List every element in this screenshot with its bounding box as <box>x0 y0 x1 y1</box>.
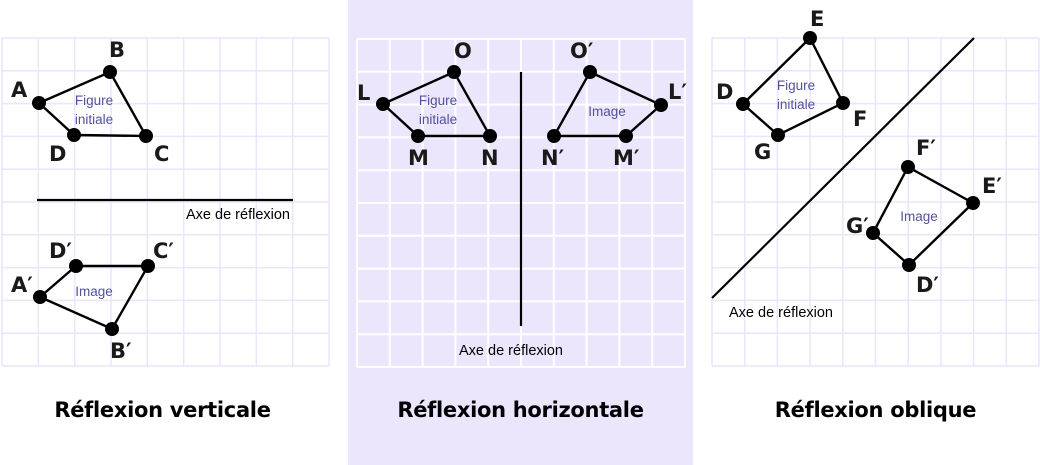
figure-label: Figure <box>75 93 113 108</box>
point-n <box>483 129 497 143</box>
panel-title-oblique: Réflexion oblique <box>774 398 977 422</box>
initial-figure: D E F G Figure initiale <box>716 7 867 164</box>
image-figure: D′ E′ F′ G′ Image <box>846 136 1002 297</box>
point-b <box>103 65 117 79</box>
point-label: O′ <box>570 39 594 63</box>
point-label: E′ <box>982 174 1002 198</box>
panel-oblique: Axe de réflexion D E F G Figure initiale… <box>711 7 1002 321</box>
point-label: M′ <box>613 146 640 170</box>
point-a-prime <box>33 290 47 304</box>
axis-label: Axe de réflexion <box>186 207 290 223</box>
point-label: N′ <box>541 146 565 170</box>
point-g-prime <box>866 226 880 240</box>
point-b-prime <box>105 322 119 336</box>
initial-figure: A B C D Figure initiale <box>11 38 169 166</box>
point-label: D′ <box>916 273 939 297</box>
point-label: E <box>810 7 824 31</box>
point-label: A <box>11 78 28 102</box>
point-c <box>139 129 153 143</box>
point-label: O <box>454 39 472 63</box>
figure-label: initiale <box>419 112 457 127</box>
point-o <box>447 65 461 79</box>
image-figure: A′ B′ C′ D′ Image <box>11 239 174 363</box>
reflection-axis-oblique <box>711 37 975 299</box>
point-e <box>803 31 817 45</box>
grid-vertical-panel <box>1 37 330 367</box>
point-label: N <box>481 146 499 170</box>
point-label: B <box>109 38 125 62</box>
point-label: G <box>754 140 771 164</box>
image-figure: L′ O′ N′ M′ Image <box>541 39 687 170</box>
point-d-prime <box>902 258 916 272</box>
point-d <box>736 97 750 111</box>
point-label: C <box>154 142 169 166</box>
point-label: D <box>716 80 733 104</box>
figure-label: initiale <box>75 112 113 127</box>
point-label: G′ <box>846 214 869 238</box>
panel-horizontal: Axe de réflexion L O N M Figure initiale… <box>357 39 687 359</box>
point-label: L <box>357 81 370 105</box>
panel-title-horizontal: Réflexion horizontale <box>397 398 644 422</box>
point-label: M <box>408 146 429 170</box>
axis-label: Axe de réflexion <box>459 343 563 359</box>
point-f <box>836 96 850 110</box>
axis-label: Axe de réflexion <box>729 305 833 321</box>
figure-label: initiale <box>777 97 815 112</box>
point-label: D′ <box>49 239 72 263</box>
point-d <box>67 128 81 142</box>
point-a <box>32 96 46 110</box>
point-c-prime <box>141 259 155 273</box>
image-label: Image <box>75 284 113 299</box>
point-o-prime <box>583 65 597 79</box>
point-label: B′ <box>110 339 132 363</box>
point-d-prime <box>69 259 83 273</box>
initial-figure: L O N M Figure initiale <box>357 39 499 170</box>
image-label: Image <box>900 209 938 224</box>
point-l <box>376 97 390 111</box>
point-label: F′ <box>916 136 936 160</box>
panel-vertical: Axe de réflexion A B C D Figure initiale… <box>11 38 293 363</box>
point-label: F <box>853 107 867 131</box>
figure-label: Figure <box>777 78 815 93</box>
point-m-prime <box>619 129 633 143</box>
point-label: C′ <box>153 239 174 263</box>
image-label: Image <box>588 104 626 119</box>
point-label: D <box>49 142 66 166</box>
point-f-prime <box>901 160 915 174</box>
point-label: A′ <box>11 273 33 297</box>
point-label: L′ <box>668 80 687 104</box>
point-m <box>411 129 425 143</box>
point-e-prime <box>966 196 980 210</box>
figure-label: Figure <box>419 93 457 108</box>
point-n-prime <box>547 129 561 143</box>
panel-title-vertical: Réflexion verticale <box>54 398 271 422</box>
point-g <box>771 128 785 142</box>
point-l-prime <box>654 98 668 112</box>
